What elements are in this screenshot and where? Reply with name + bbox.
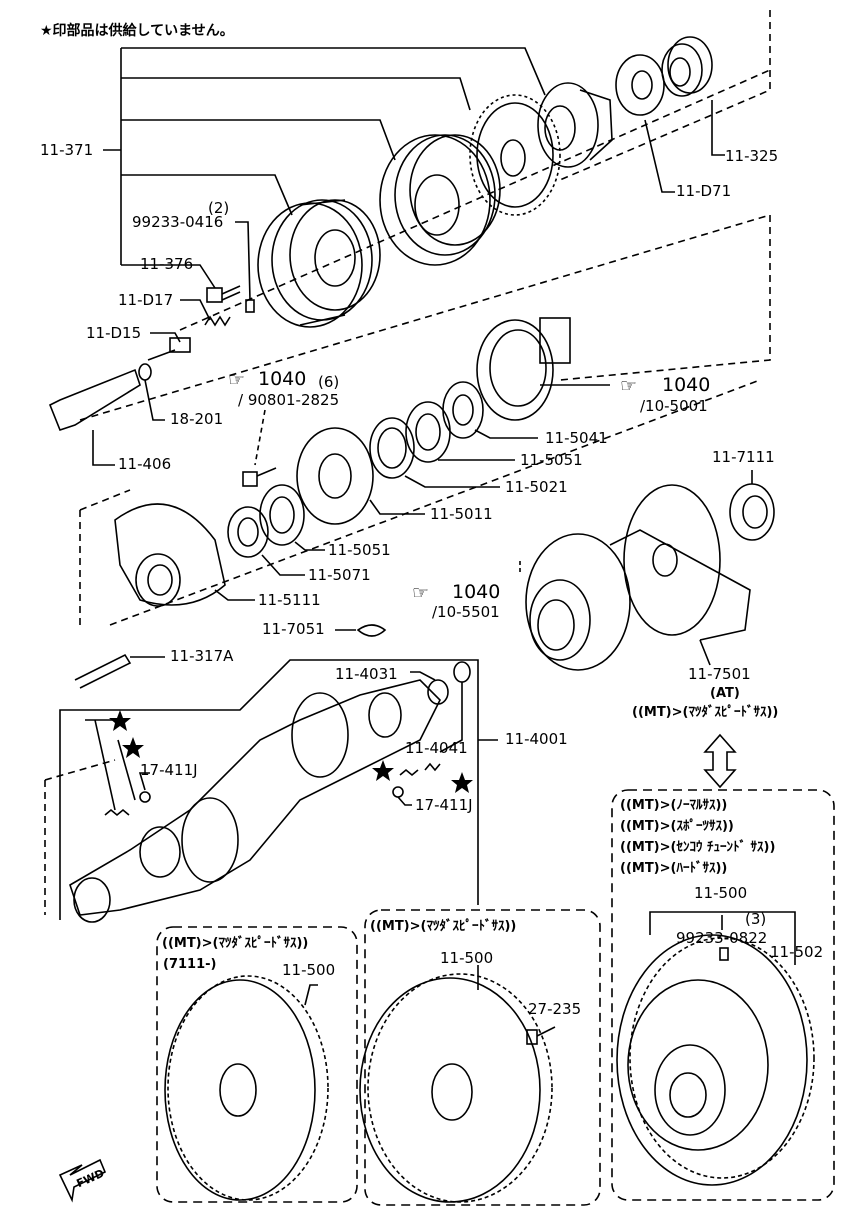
seal-11-7111 bbox=[729, 470, 775, 541]
note-text: ★印部品は供給していません。 bbox=[40, 23, 234, 39]
timing-gear bbox=[469, 94, 561, 216]
plate-11-5011 bbox=[296, 427, 425, 525]
valve-11-D15 bbox=[147, 332, 191, 361]
label-11-7501: 11-7501 bbox=[688, 665, 751, 683]
label-17-411J-a: 17-411J bbox=[140, 761, 198, 779]
label-11-D15: 11-D15 bbox=[86, 324, 142, 342]
label-11-7111: 11-7111 bbox=[712, 448, 775, 466]
label-11-5111: 11-5111 bbox=[258, 591, 321, 609]
star-icon bbox=[372, 760, 394, 781]
counterweight-11-5111 bbox=[114, 503, 255, 607]
key-11-7051 bbox=[335, 624, 387, 637]
label-11-7051: 11-7051 bbox=[262, 620, 325, 638]
label-11-D71: 11-D71 bbox=[676, 182, 732, 200]
pulley-1 bbox=[379, 134, 501, 266]
label-11-500-c: 11-500 bbox=[694, 884, 748, 902]
label-11-371: 11-371 bbox=[40, 141, 94, 159]
label-90801-2825: / 90801-2825 bbox=[238, 391, 340, 409]
washer-11-D71 bbox=[615, 54, 675, 193]
label-11-4031: 11-4031 bbox=[335, 665, 398, 683]
label-box-mid-1: ((MT)>(ﾏﾂﾀﾞｽﾋﾟｰﾄﾞｻｽ)) bbox=[370, 919, 517, 934]
bearing-11-5041 bbox=[442, 381, 538, 439]
race-11-5021 bbox=[369, 417, 500, 488]
label-qty-3: (3) bbox=[745, 910, 767, 928]
spring-11-D17 bbox=[180, 299, 231, 327]
label-11-4001: 11-4001 bbox=[505, 730, 568, 748]
drive-plate bbox=[476, 317, 571, 421]
label-11-376: 11-376 bbox=[140, 255, 194, 273]
label-99233-0416: 99233-0416 bbox=[132, 213, 224, 231]
leader-11-371 bbox=[103, 47, 546, 289]
ref-hand-icon: ☞ bbox=[620, 375, 638, 397]
label-11-5041: 11-5041 bbox=[545, 429, 608, 447]
shaft-box-11-4001 bbox=[59, 659, 498, 923]
label-10-5001: /10-5001 bbox=[640, 397, 708, 415]
flexplate-left bbox=[164, 975, 329, 1201]
star-icon bbox=[451, 772, 473, 793]
label-11-5051-b: 11-5051 bbox=[328, 541, 391, 559]
label-at: (AT) bbox=[710, 686, 740, 701]
label-box-right-1: ((MT)>(ﾉｰﾏﾙｻｽ)) bbox=[620, 798, 728, 813]
spacer-11-325 bbox=[661, 36, 725, 156]
label-ref-1040-b: 1040 bbox=[662, 374, 711, 396]
flywheel-11-7501 bbox=[609, 484, 751, 666]
label-11-406: 11-406 bbox=[118, 455, 172, 473]
label-mt-mazdaspeed-a: ((MT)>(ﾏﾂﾀﾞｽﾋﾟｰﾄﾞｻｽ)) bbox=[632, 705, 779, 720]
label-box-right-4: ((MT)>(ﾊｰﾄﾞｻｽ)) bbox=[620, 861, 728, 876]
label-11-500-a: 11-500 bbox=[282, 961, 336, 979]
bolt-90801 bbox=[242, 467, 277, 487]
ref-hand-icon: ☞ bbox=[228, 369, 246, 391]
label-11-5071: 11-5071 bbox=[308, 566, 371, 584]
label-99233-0822: 99233-0822 bbox=[676, 929, 768, 947]
label-11-D17: 11-D17 bbox=[118, 291, 174, 309]
plugs-17-411J bbox=[85, 719, 441, 817]
label-11-502: 11-502 bbox=[770, 943, 824, 961]
label-11-317A: 11-317A bbox=[170, 647, 234, 665]
pulley-2 bbox=[257, 199, 381, 328]
flywheel-right bbox=[616, 911, 815, 1186]
label-11-5011: 11-5011 bbox=[430, 505, 493, 523]
label-11-325: 11-325 bbox=[725, 147, 779, 165]
label-ref-1040-a: 1040 bbox=[258, 368, 307, 390]
shaft-11-406 bbox=[48, 368, 141, 466]
label-qty-6: (6) bbox=[318, 373, 340, 391]
label-box-right-3: ((MT)>(ｾﾝｺｳ ﾁｭｰﾝﾄﾞ ｻｽ)) bbox=[620, 840, 776, 855]
bearing-11-5051b bbox=[259, 484, 325, 551]
star-icon bbox=[109, 710, 131, 731]
label-11-5051-a: 11-5051 bbox=[520, 451, 583, 469]
ref-hand-icon: ☞ bbox=[412, 582, 430, 604]
label-11-500-b: 11-500 bbox=[440, 949, 494, 967]
bolt-11-376 bbox=[206, 285, 241, 303]
bearing-11-5051a bbox=[405, 401, 515, 463]
star-markers bbox=[109, 710, 473, 793]
label-27-235: 27-235 bbox=[528, 1000, 582, 1018]
oring-18-201 bbox=[138, 363, 165, 421]
label-10-5501: /10-5501 bbox=[432, 603, 500, 621]
ring-gear-10-5501 bbox=[525, 533, 631, 671]
label-box-left-2: (7111-) bbox=[163, 957, 217, 972]
label-box-right-2: ((MT)>(ｽﾎﾟｰﾂｻｽ)) bbox=[620, 819, 734, 834]
fwd-arrow bbox=[58, 1158, 107, 1203]
label-11-5021: 11-5021 bbox=[505, 478, 568, 496]
label-18-201: 18-201 bbox=[170, 410, 224, 428]
label-17-411J-b: 17-411J bbox=[415, 796, 473, 814]
option-boxes bbox=[156, 789, 835, 1206]
axis-lines bbox=[44, 10, 771, 915]
label-11-4041: 11-4041 bbox=[405, 739, 468, 757]
flexplate-middle bbox=[359, 965, 556, 1203]
washer-11-5071 bbox=[227, 506, 305, 576]
star-icon bbox=[122, 737, 144, 758]
label-box-left-1: ((MT)>(ﾏﾂﾀﾞｽﾋﾟｰﾄﾞｻｽ)) bbox=[162, 936, 309, 951]
pin-99233-0416 bbox=[235, 221, 255, 313]
label-ref-1040-c: 1040 bbox=[452, 581, 501, 603]
hub bbox=[537, 82, 613, 168]
swap-arrow bbox=[703, 733, 737, 789]
label-qty-2: (2) bbox=[208, 199, 230, 217]
rod-11-317A bbox=[74, 653, 165, 689]
